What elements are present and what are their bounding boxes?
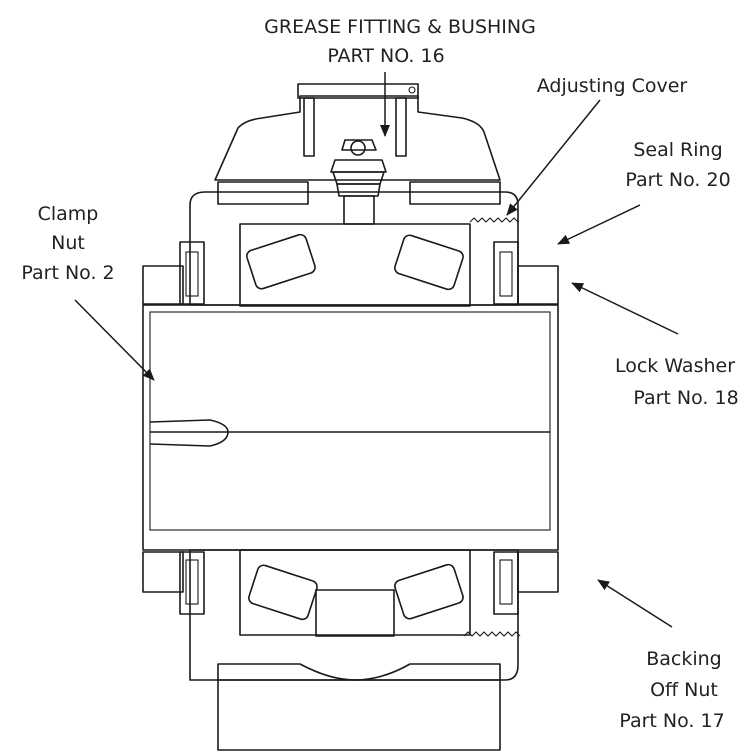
label-backing-off-nut-line1: Backing: [646, 648, 722, 670]
label-grease-fitting-line1: GREASE FITTING & BUSHING: [264, 16, 536, 38]
grease-bushing-plate: [297, 83, 419, 99]
housing-upper: [189, 191, 519, 306]
arrow-backing-off-nut: [597, 579, 673, 628]
lock-washer-left-lower-inner: [185, 559, 199, 605]
label-backing-off-nut-line3: Part No. 17: [619, 710, 724, 732]
adapter-sleeve: [142, 304, 559, 551]
grease-bushing-left-post: [303, 97, 315, 157]
housing-lower: [189, 549, 519, 681]
adjusting-cover-thread-upper: [469, 217, 519, 223]
upper-roller-right: [394, 234, 464, 291]
adjusting-cover-thread-lower: [463, 631, 521, 637]
seal-ring-right-upper: [493, 241, 519, 305]
upper-roller-left: [246, 233, 316, 290]
clamp-nut-lower: [142, 551, 184, 593]
lower-roller-right: [394, 563, 464, 620]
seal-ring-right-lower-inner: [499, 559, 513, 605]
grease-bushing-right-post: [395, 97, 407, 157]
housing-lower-window: [239, 549, 471, 636]
label-seal-ring-line1: Seal Ring: [633, 139, 722, 161]
housing-base-curve: [217, 663, 501, 681]
lock-washer-left-lower: [179, 551, 205, 615]
label-seal-ring-line2: Part No. 20: [625, 169, 730, 191]
housing-upper-left-block: [217, 181, 309, 205]
arrow-clamp-nut: [74, 299, 155, 381]
adapter-sleeve-inner: [149, 311, 551, 531]
bearing-drawing: [142, 83, 559, 751]
lower-cage-center: [315, 589, 395, 637]
label-clamp-nut-line1: Clamp: [38, 203, 99, 225]
grease-bushing-pin: [408, 86, 416, 94]
callout-arrows: [74, 72, 679, 628]
housing-cap-top: [214, 95, 501, 181]
clamp-nut-upper: [142, 265, 184, 305]
housing-base-block: [217, 679, 501, 751]
lock-washer-left-upper: [179, 241, 205, 305]
labels: GREASE FITTING & BUSHING PART NO. 16 Adj…: [21, 16, 738, 732]
label-clamp-nut-line2: Nut: [51, 232, 85, 254]
housing-upper-right-block: [409, 181, 501, 205]
housing-upper-window: [239, 223, 471, 307]
arrow-seal-ring: [557, 204, 641, 245]
lock-washer-left-upper-inner: [185, 251, 199, 297]
seal-ring-right-lower: [493, 551, 519, 615]
label-grease-fitting-line2: PART NO. 16: [327, 45, 444, 67]
seal-ring-right-upper-inner: [499, 251, 513, 297]
grease-fitting-icon: [330, 139, 387, 225]
label-clamp-nut-line3: Part No. 2: [21, 262, 114, 284]
label-lock-washer-line1: Lock Washer: [615, 355, 735, 377]
label-lock-washer-line2: Part No. 18: [633, 387, 738, 409]
label-backing-off-nut-line2: Off Nut: [650, 679, 718, 701]
arrow-adjusting-cover: [506, 99, 601, 216]
backing-off-nut-upper: [517, 265, 559, 305]
label-adjusting-cover: Adjusting Cover: [537, 75, 688, 97]
arrow-lock-washer: [571, 282, 679, 335]
backing-off-nut-lower: [517, 551, 559, 593]
sleeve-slot: [149, 419, 229, 447]
lower-roller-left: [248, 564, 318, 621]
